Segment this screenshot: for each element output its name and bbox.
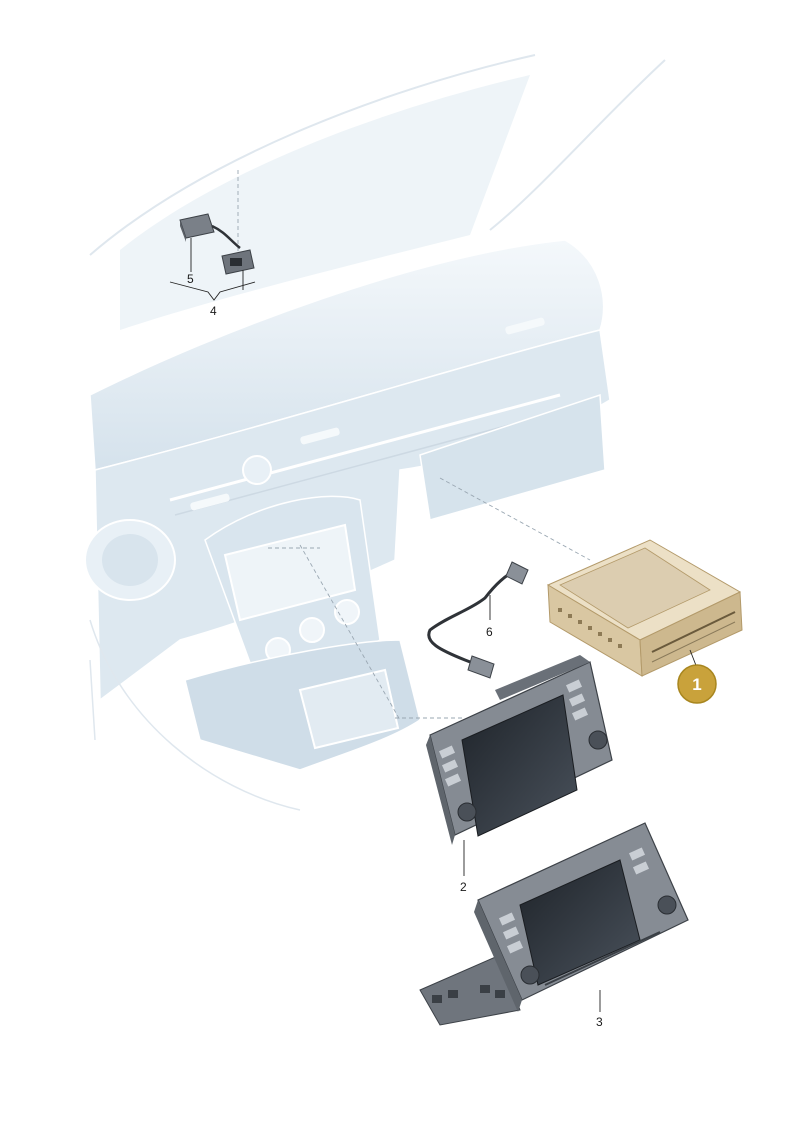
installation-lines xyxy=(237,170,591,721)
callout-part-4[interactable]: 4 xyxy=(210,304,217,318)
radio-module-highlighted[interactable] xyxy=(546,539,743,677)
callout-labels: 5 4 6 2 3 1 xyxy=(187,272,717,1029)
callout-part-1-badge[interactable]: 1 xyxy=(677,664,717,704)
dashboard-illustration xyxy=(84,54,666,811)
usb-cable-assembly[interactable] xyxy=(179,213,255,275)
callout-part-6[interactable]: 6 xyxy=(486,625,493,639)
antenna-cable[interactable] xyxy=(427,561,529,679)
callout-part-1: 1 xyxy=(692,675,701,694)
callout-part-2[interactable]: 2 xyxy=(460,880,467,894)
radio-display-unit[interactable] xyxy=(426,655,613,845)
callout-part-3[interactable]: 3 xyxy=(596,1015,603,1029)
radio-unit-with-chassis[interactable] xyxy=(419,822,689,1026)
callout-part-5[interactable]: 5 xyxy=(187,272,194,286)
